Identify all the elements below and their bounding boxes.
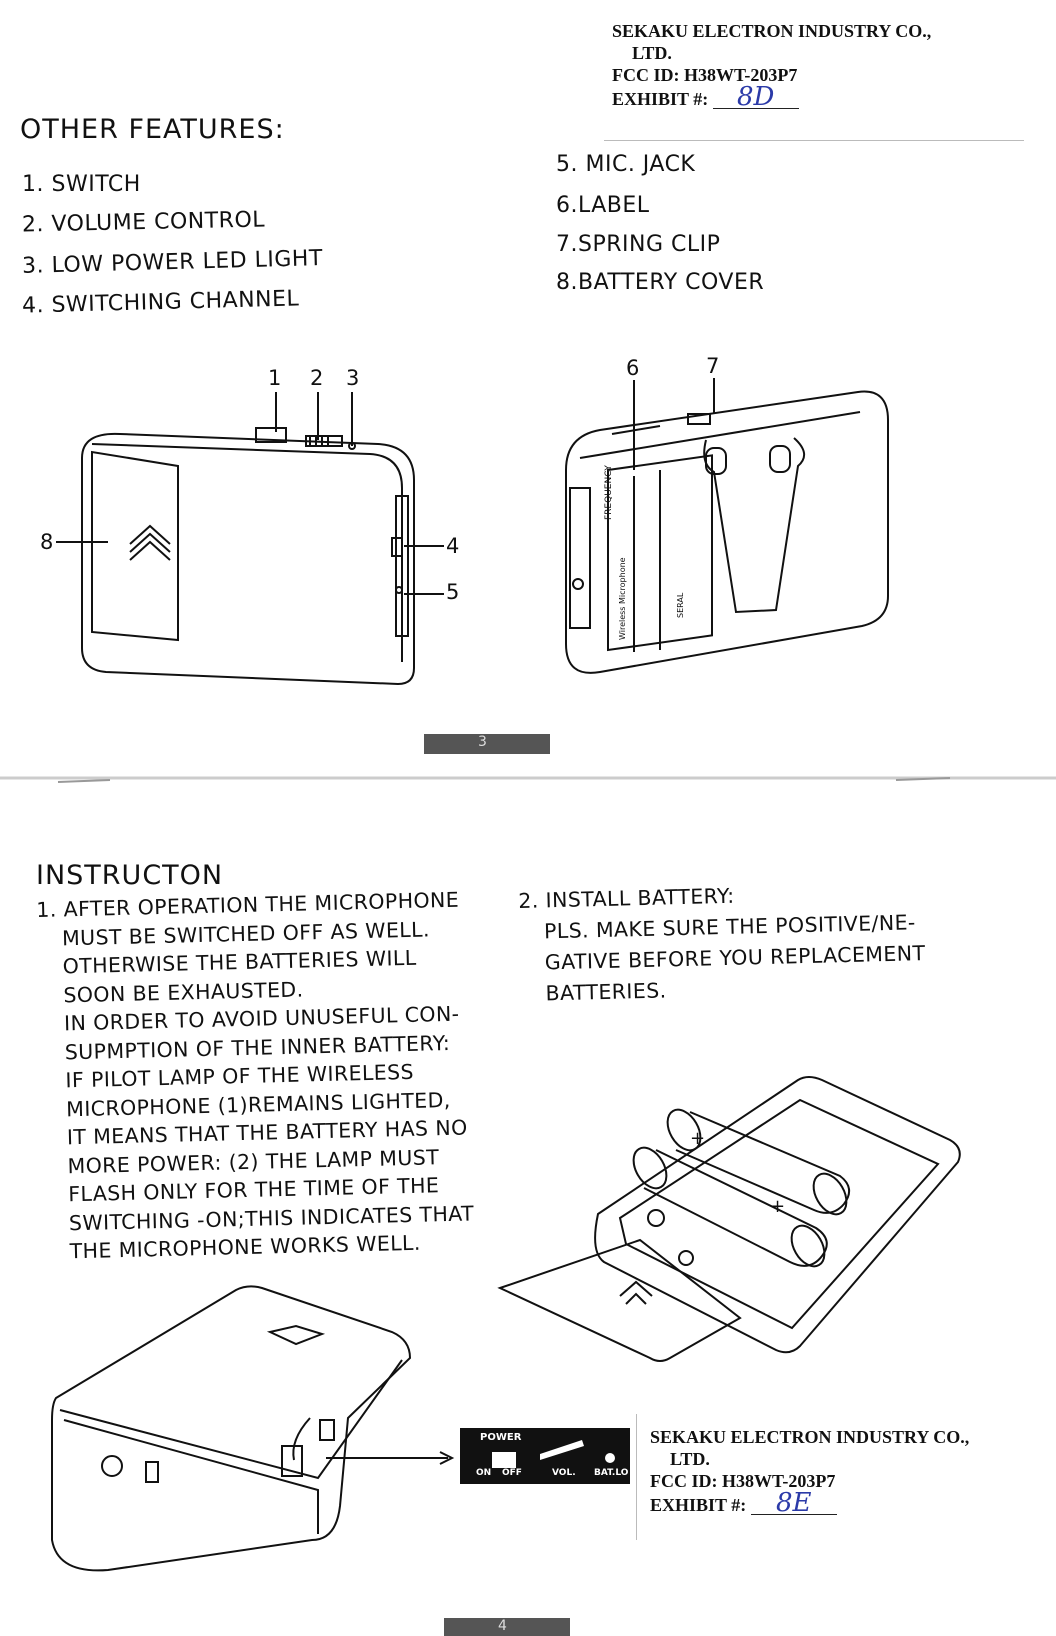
callout-4: 4 — [446, 534, 460, 558]
stamp-exhibit-label: EXHIBIT #: — [650, 1495, 747, 1515]
panel-power-label: POWER — [480, 1432, 522, 1443]
stamp-company: SEKAKU ELECTRON INDUSTRY CO., — [612, 21, 932, 41]
feature-item-5: 5. MIC. JACK — [556, 152, 696, 177]
panel-batlo-label: BAT.LO — [594, 1468, 629, 1478]
stamp-fcc-id: FCC ID: H38WT-203P7 — [612, 65, 798, 85]
panel-on-label: ON — [476, 1468, 492, 1478]
page-number-3: 3 — [478, 734, 487, 750]
feature-item-1: 1. SWITCH — [22, 172, 141, 197]
battery-plus-2: + — [770, 1196, 786, 1217]
callout-5: 5 — [446, 580, 460, 604]
feature-item-8: 8.BATTERY COVER — [556, 270, 765, 295]
callout-1: 1 — [268, 366, 282, 390]
panel-vol-label: VOL. — [552, 1468, 576, 1478]
callout-6: 6 — [626, 356, 640, 380]
panel-off-label: OFF — [502, 1468, 522, 1478]
callout-8: 8 — [40, 530, 54, 554]
page-number-4: 4 — [498, 1618, 507, 1634]
feature-item-7: 7.SPRING CLIP — [556, 232, 721, 257]
feature-item-6: 6.LABEL — [556, 193, 650, 218]
stamp-border-top — [604, 140, 1024, 141]
battery-plus-1: + — [690, 1128, 706, 1149]
fcc-stamp-top: SEKAKU ELECTRON INDUSTRY CO., LTD. FCC I… — [612, 20, 931, 110]
stamp-exhibit-value: 8E — [750, 1490, 837, 1516]
fcc-stamp-bottom: SEKAKU ELECTRON INDUSTRY CO., LTD. FCC I… — [650, 1426, 969, 1516]
stamp-company: SEKAKU ELECTRON INDUSTRY CO., — [650, 1427, 970, 1447]
stamp-border-bottom — [636, 1414, 638, 1540]
callout-2: 2 — [310, 366, 324, 390]
stamp-exhibit-label: EXHIBIT #: — [612, 89, 709, 109]
callout-3: 3 — [346, 366, 360, 390]
stamp-company-ltd: LTD. — [632, 43, 672, 63]
features-title: OTHER FEATURES: — [20, 114, 285, 145]
stamp-company-ltd: LTD. — [670, 1449, 710, 1469]
callout-7: 7 — [706, 354, 720, 378]
stamp-exhibit-value: 8D — [712, 84, 799, 110]
stamp-fcc-id: FCC ID: H38WT-203P7 — [650, 1471, 836, 1491]
instruction-title: INSTRUCTON — [36, 860, 224, 891]
